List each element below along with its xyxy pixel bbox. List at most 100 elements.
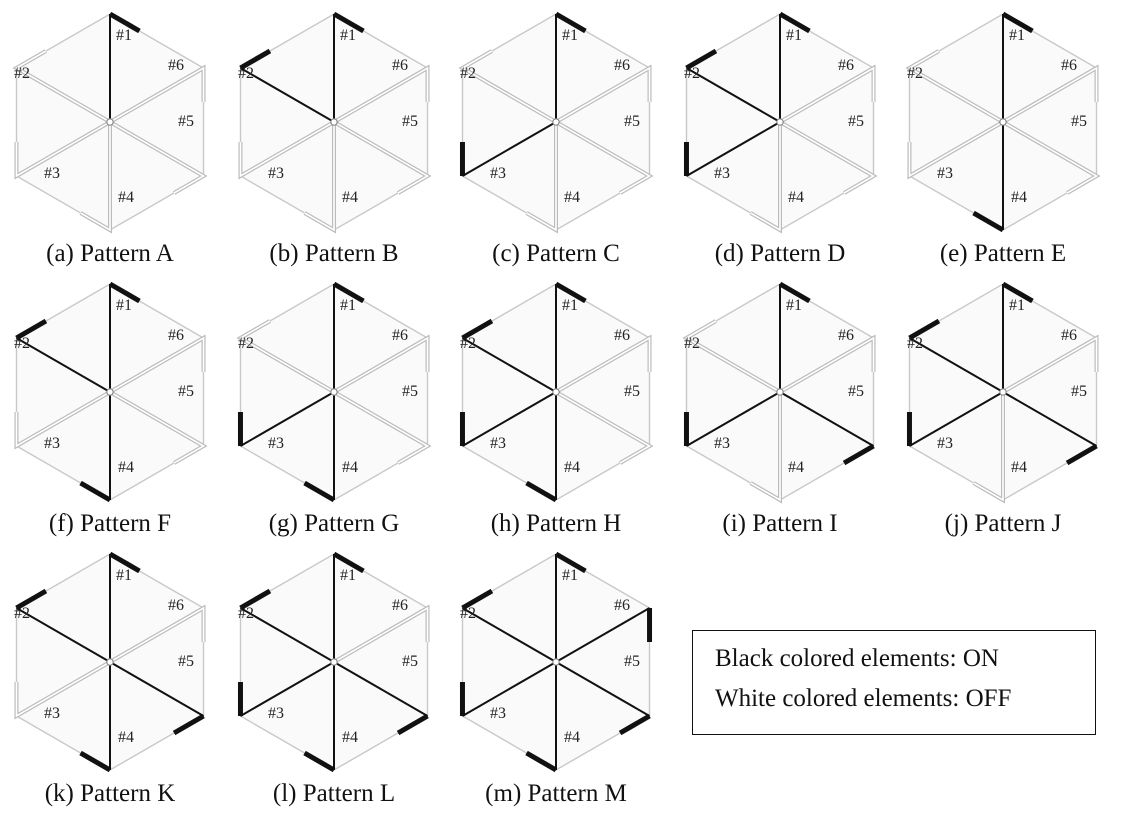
element-spoke [461, 661, 557, 717]
element-label: #5 [848, 383, 864, 400]
element-fill [779, 66, 875, 123]
element-2-off [12, 49, 112, 124]
element-6-off [779, 64, 876, 124]
element-label: #3 [268, 705, 284, 722]
element-arm [15, 588, 48, 611]
pattern-panel: #1#2#3#4#5#6(l) Pattern L [224, 540, 444, 810]
element-arm [79, 480, 112, 503]
pattern-panel: #1#2#3#4#5#6(d) Pattern D [670, 0, 890, 270]
element-4-on [79, 392, 112, 503]
element-spoke [109, 661, 205, 717]
pattern-caption: (l) Pattern L [272, 780, 396, 807]
element-label: #2 [460, 335, 476, 352]
element-1-on [332, 551, 365, 662]
element-fill [555, 121, 652, 194]
element-5-off [333, 390, 432, 465]
element-5-off [779, 120, 878, 195]
pattern-diagram: #1#2#3#4#5#6 [237, 551, 430, 773]
element-3-off [14, 390, 112, 450]
center-feed-point [552, 388, 560, 396]
element-label: #1 [340, 567, 356, 584]
pattern-panel: #1#2#3#4#5#6(b) Pattern B [224, 0, 444, 270]
element-label: #4 [342, 729, 358, 746]
element-label: #5 [178, 653, 194, 670]
pattern-panel: #1#2#3#4#5#6(a) Pattern A [0, 0, 220, 270]
element-label: #4 [1011, 459, 1027, 476]
element-arm [332, 281, 365, 304]
element-5-off [109, 120, 208, 195]
element-4-on [525, 662, 558, 773]
pattern-caption: (f) Pattern F [48, 510, 172, 537]
element-label: #6 [392, 57, 408, 74]
element-spoke [1002, 391, 1098, 447]
element-label: #6 [168, 57, 184, 74]
pattern-diagram: #1#2#3#4#5#6 [459, 281, 654, 503]
element-6-off [555, 64, 652, 124]
element-5-off [555, 120, 654, 195]
element-3-on [459, 121, 557, 177]
pattern-panel: #1#2#3#4#5#6(c) Pattern C [446, 0, 666, 270]
center-feed-point [776, 388, 784, 396]
pattern-caption: (k) Pattern K [44, 780, 176, 807]
element-4-on [79, 662, 112, 773]
element-label: #2 [14, 605, 30, 622]
element-2-on [461, 588, 557, 663]
pattern-diagram: #1#2#3#4#5#6 [14, 281, 208, 503]
center-feed-point [106, 658, 114, 666]
element-fill [238, 320, 335, 393]
element-arm [1001, 281, 1034, 304]
element-label: #3 [268, 435, 284, 452]
center-feed-point [552, 658, 560, 666]
element-fill [779, 121, 876, 194]
element-5-on [1002, 391, 1098, 466]
legend-on-text: Black colored elements: ON [715, 645, 999, 672]
element-arm [396, 713, 429, 736]
element-arm [778, 281, 811, 304]
element-label: #2 [460, 605, 476, 622]
element-5-on [555, 661, 651, 736]
element-fill [239, 121, 335, 178]
element-label: #2 [238, 65, 254, 82]
element-fill [109, 391, 206, 464]
pattern-diagram: #1#2#3#4#5#6 [14, 551, 206, 773]
center-feed-point [330, 658, 338, 666]
element-label: #4 [118, 189, 134, 206]
element-spoke [15, 607, 111, 663]
element-label: #5 [1071, 113, 1087, 130]
element-4-off [303, 122, 336, 234]
element-1-on [554, 551, 587, 662]
element-spoke [461, 121, 557, 177]
element-fill [109, 606, 205, 663]
element-arm [172, 713, 205, 736]
element-3-off [14, 660, 112, 720]
element-arm [303, 750, 336, 773]
element-label: #2 [238, 335, 254, 352]
element-spoke [685, 121, 781, 177]
element-label: #3 [714, 435, 730, 452]
element-2-on [15, 318, 111, 393]
element-label: #1 [340, 27, 356, 44]
element-arm [1065, 443, 1098, 466]
element-1-on [332, 281, 365, 392]
element-1-on [108, 551, 141, 662]
pattern-panel: #1#2#3#4#5#6(m) Pattern M [446, 540, 666, 810]
pattern-caption: (h) Pattern H [490, 510, 622, 537]
pattern-panel: #1#2#3#4#5#6 (h) Pattern H [446, 270, 666, 540]
element-6-off [555, 334, 652, 394]
element-label: #3 [714, 165, 730, 182]
element-label: #3 [490, 705, 506, 722]
element-fill [684, 320, 781, 393]
element-arm [972, 210, 1005, 233]
element-fill [555, 391, 652, 464]
pattern-caption: (d) Pattern D [714, 240, 846, 267]
element-label: #6 [168, 597, 184, 614]
element-arm [778, 11, 811, 34]
element-fill [460, 50, 557, 123]
element-fill [555, 336, 651, 393]
element-4-on [303, 662, 336, 773]
element-fill [1002, 66, 1098, 123]
element-6-off [109, 604, 206, 664]
element-label: #1 [562, 567, 578, 584]
element-spoke [15, 337, 111, 393]
